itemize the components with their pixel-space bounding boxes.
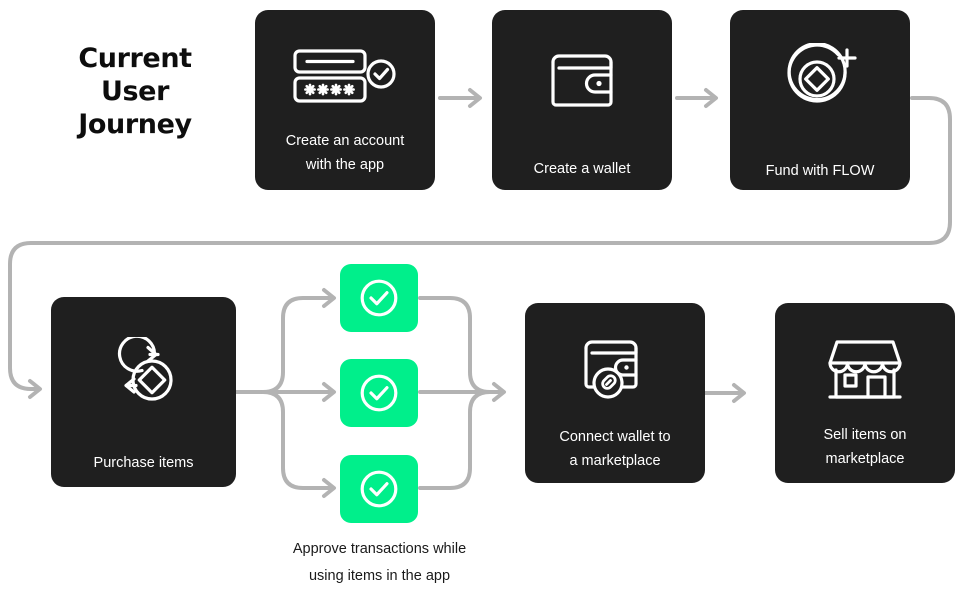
diagram-title: Current User Journey xyxy=(30,42,240,141)
step-card-create-wallet[interactable]: Create a wallet xyxy=(492,10,672,190)
check-circle-icon xyxy=(360,279,398,317)
step-card-purchase-items[interactable]: Purchase items xyxy=(51,297,236,487)
arrowhead-1 xyxy=(468,88,482,108)
approval-card-2[interactable] xyxy=(340,359,418,427)
wallet-link-icon xyxy=(581,337,649,403)
card-label-line-2: marketplace xyxy=(825,451,905,467)
card-label-line-1: Fund with FLOW xyxy=(765,163,875,179)
arrowhead-branch-bottom xyxy=(322,478,336,498)
step-card-sell-items[interactable]: Sell items on marketplace xyxy=(775,303,955,483)
arrowhead-4 xyxy=(732,383,746,403)
approval-caption: Approve transactions while using items i… xyxy=(258,536,501,590)
arrowhead-3 xyxy=(28,379,42,399)
step-card-create-account[interactable]: Create an account with the app xyxy=(255,10,435,190)
card-label-line-1: Sell items on xyxy=(823,427,907,443)
card-label-line-1: Create an account xyxy=(285,133,405,149)
approval-card-1[interactable] xyxy=(340,264,418,332)
arrowhead-branch-top xyxy=(322,288,336,308)
card-label-line-1: Purchase items xyxy=(93,455,194,471)
title-line-1: Current xyxy=(78,43,192,74)
approval-card-3[interactable] xyxy=(340,455,418,523)
check-circle-icon xyxy=(360,470,398,508)
card-label-line-1: Connect wallet to xyxy=(559,429,671,445)
connector-merge-top xyxy=(418,296,502,394)
wallet-icon xyxy=(549,52,615,110)
approval-caption-line-1: Approve transactions while xyxy=(292,541,467,557)
title-line-3: Journey xyxy=(78,109,192,140)
title-line-2: User xyxy=(100,76,170,107)
card-label-line-2: with the app xyxy=(305,157,385,173)
card-label-line-2: a marketplace xyxy=(569,453,661,469)
step-card-fund-with-flow[interactable]: Fund with FLOW xyxy=(730,10,910,190)
check-circle-icon xyxy=(360,374,398,412)
connector-branch-bottom xyxy=(261,390,334,490)
arrowhead-2 xyxy=(704,88,718,108)
swap-exchange-icon xyxy=(106,337,182,403)
account-form-icon xyxy=(293,48,397,106)
card-label-line-1: Create a wallet xyxy=(533,161,631,177)
arrowhead-branch-mid xyxy=(322,382,336,402)
storefront-icon xyxy=(828,339,902,401)
connector-merge-bottom xyxy=(418,390,502,490)
step-card-connect-wallet[interactable]: Connect wallet to a marketplace xyxy=(525,303,705,483)
arrowhead-merge xyxy=(492,382,506,402)
flow-token-add-icon xyxy=(783,43,857,113)
connector-branch-top xyxy=(261,296,334,394)
approval-caption-line-2: using items in the app xyxy=(308,568,451,584)
